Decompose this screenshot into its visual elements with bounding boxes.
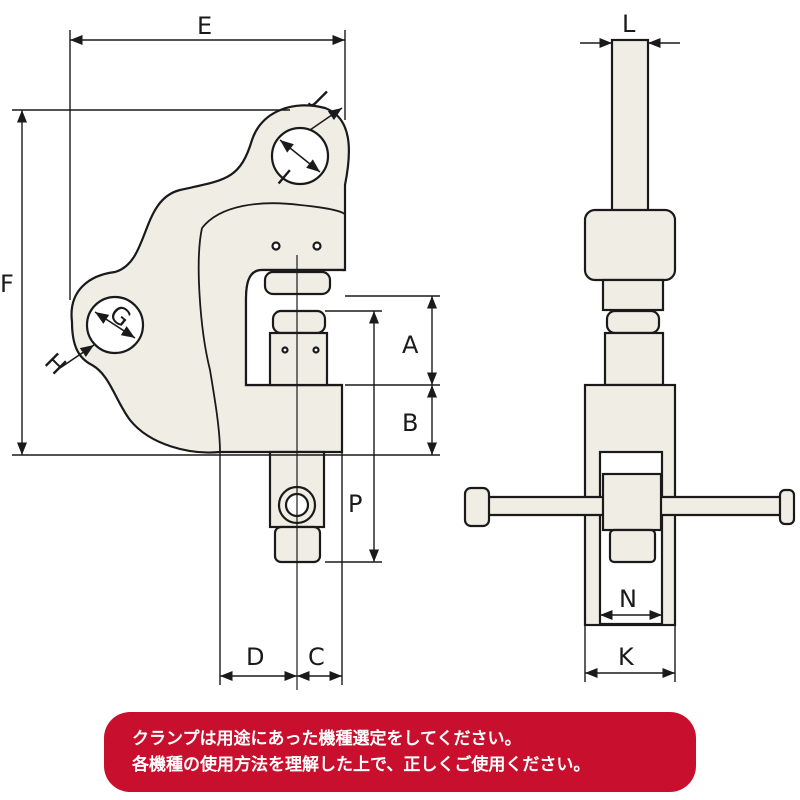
side-nut: [601, 472, 663, 532]
dim-label-B: B: [402, 409, 418, 437]
rivet: [271, 241, 281, 251]
handle-end-right: [778, 488, 796, 526]
side-screw-body: [603, 331, 665, 387]
hole-dimension-lines: [59, 107, 343, 369]
screw-pin: [281, 346, 289, 354]
front-dimension-lines: [12, 30, 440, 685]
side-jaw-pad: [605, 309, 661, 335]
front-view: [70, 104, 350, 564]
side-view: [463, 38, 796, 627]
dim-label-A: A: [402, 331, 419, 359]
dim-label-N: N: [619, 585, 637, 613]
upper-stem: [601, 278, 665, 312]
screw-body: [268, 331, 329, 387]
notice-line-1: クランプは用途にあった機種選定をしてください。: [132, 729, 522, 749]
side-dimension-lines: [580, 37, 680, 682]
upper-block: [583, 208, 677, 282]
shackle-rod: [610, 38, 650, 217]
clamp-body: [70, 104, 350, 454]
body-contour: [197, 202, 346, 453]
dim-label-D: D: [246, 643, 264, 671]
usage-notice-banner: クランプは用途にあった機種選定をしてください。 各機種の使用方法を理解した上で、…: [104, 712, 696, 792]
side-screw-end: [608, 528, 657, 564]
screw-jaw-pad: [271, 309, 327, 335]
notice-line-2: 各機種の使用方法を理解した上で、正しくご使用ください。: [132, 755, 591, 775]
handle-end-left: [463, 486, 491, 528]
dim-label-C: C: [308, 643, 325, 671]
dim-label-F: F: [0, 270, 14, 298]
dim-label-E: E: [197, 12, 212, 40]
dim-label-P: P: [348, 490, 362, 518]
jaw-inner-edge: [244, 268, 345, 387]
screw-pin: [312, 346, 320, 354]
rivet: [312, 241, 322, 251]
dim-label-L: L: [622, 10, 636, 38]
dim-label-H: H: [39, 348, 72, 381]
dim-label-K: K: [618, 643, 635, 671]
